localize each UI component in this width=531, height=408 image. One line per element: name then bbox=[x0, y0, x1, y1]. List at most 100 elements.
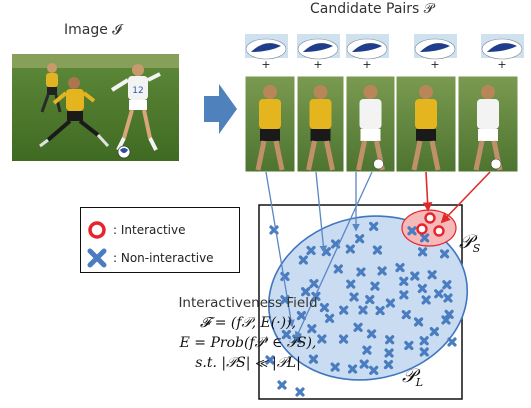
candidate-person-crop bbox=[244, 75, 296, 173]
candidate-ball-thumb bbox=[245, 34, 288, 60]
non-interactive-cross bbox=[366, 329, 377, 339]
field-line-1: 𝓕 = (f𝒫, E(·)), bbox=[199, 315, 297, 331]
non-interactive-cross bbox=[413, 317, 424, 327]
blue-link bbox=[265, 171, 295, 328]
non-interactive-cross bbox=[356, 267, 366, 277]
non-interactive-cross bbox=[339, 305, 349, 315]
non-interactive-cross bbox=[419, 347, 429, 357]
blue-cross-icon bbox=[87, 248, 109, 268]
non-interactive-cross bbox=[265, 355, 275, 365]
field-title: Interactiveness Field bbox=[178, 295, 318, 311]
non-interactive-cross bbox=[447, 337, 457, 347]
non-interactive-cross bbox=[369, 365, 379, 375]
non-interactive-cross bbox=[365, 294, 375, 305]
scene-photo: 12 bbox=[12, 54, 179, 161]
non-interactive-cross bbox=[347, 364, 358, 374]
non-interactive-cross bbox=[384, 348, 394, 358]
field-line-3: s.t. |𝒫S| ≪ |𝒫L| bbox=[195, 355, 301, 371]
non-interactive-cross bbox=[330, 362, 340, 372]
non-interactive-cross bbox=[395, 262, 405, 273]
player-yellow-left bbox=[40, 63, 62, 113]
non-interactive-cross bbox=[377, 266, 387, 276]
non-interactive-cross bbox=[407, 226, 417, 236]
field-markers bbox=[265, 212, 457, 397]
candidate-person-crop bbox=[296, 75, 345, 173]
candidate-plus: + bbox=[261, 58, 270, 71]
legend-non-interactive: : Non-interactive bbox=[87, 248, 214, 268]
non-interactive-cross bbox=[418, 247, 428, 257]
candidate-ball-thumb bbox=[297, 34, 340, 60]
non-interactive-cross bbox=[281, 329, 292, 340]
blue-link bbox=[295, 171, 373, 340]
non-interactive-cross bbox=[369, 221, 379, 232]
non-interactive-cross bbox=[419, 336, 429, 346]
non-interactive-cross bbox=[338, 334, 349, 344]
non-interactive-cross bbox=[372, 245, 383, 255]
non-interactive-cross bbox=[441, 315, 451, 325]
interactive-ring bbox=[424, 212, 436, 224]
candidate-plus: + bbox=[497, 58, 506, 71]
non-interactive-cross bbox=[420, 233, 430, 243]
non-interactive-cross bbox=[359, 359, 369, 369]
candidate-plus: + bbox=[313, 58, 322, 71]
candidate-person-crop bbox=[395, 75, 457, 173]
non-interactive-cross bbox=[370, 281, 380, 291]
non-interactive-cross bbox=[362, 345, 372, 355]
process-arrow bbox=[204, 84, 237, 134]
legend-non-interactive-label: : Non-interactive bbox=[113, 251, 214, 265]
candidate-plus: + bbox=[362, 58, 371, 71]
non-interactive-cross bbox=[301, 287, 311, 297]
non-interactive-cross bbox=[421, 295, 431, 305]
non-interactive-cross bbox=[443, 293, 453, 303]
non-interactive-cross bbox=[346, 279, 356, 289]
non-interactive-cross bbox=[399, 276, 409, 286]
non-interactive-cross bbox=[385, 298, 396, 308]
non-interactive-cross bbox=[309, 279, 319, 289]
non-interactive-cross bbox=[439, 249, 450, 259]
non-interactive-cross bbox=[442, 280, 452, 290]
candidate-person-crop bbox=[345, 75, 396, 173]
pair-links bbox=[265, 171, 491, 340]
small-set-label: 𝒫S bbox=[459, 231, 481, 255]
player-white: 12 bbox=[110, 64, 161, 151]
blue-link bbox=[315, 171, 328, 254]
non-interactive-cross bbox=[353, 322, 363, 332]
player-yellow-kicker bbox=[39, 77, 110, 148]
red-ring-icon bbox=[87, 220, 109, 240]
non-interactive-cross bbox=[277, 380, 287, 390]
non-interactive-cross bbox=[296, 310, 307, 321]
field-definition: Interactiveness Field 𝓕 = (f𝒫, E(·)), E … bbox=[178, 293, 317, 373]
non-interactive-cross bbox=[333, 264, 343, 274]
candidate-person-crop bbox=[457, 75, 519, 173]
legend: : Interactive : Non-interactive bbox=[80, 207, 240, 273]
non-interactive-cross bbox=[349, 292, 359, 302]
non-interactive-cross bbox=[410, 271, 420, 281]
non-interactive-cross bbox=[298, 255, 308, 265]
red-link bbox=[440, 171, 491, 224]
non-interactive-cross bbox=[385, 335, 395, 345]
non-interactive-cross bbox=[401, 310, 411, 320]
interactive-ring bbox=[433, 225, 445, 237]
non-interactive-cross bbox=[355, 234, 365, 244]
non-interactive-cross bbox=[404, 340, 414, 351]
legend-interactive-label: : Interactive bbox=[113, 223, 186, 237]
non-interactive-cross bbox=[429, 326, 439, 337]
interactive-ring bbox=[416, 223, 428, 235]
non-interactive-cross bbox=[399, 290, 409, 300]
red-link bbox=[422, 171, 433, 212]
field-line-2: E = Prob(f𝒫ⁱ ∈ 𝒫S), bbox=[179, 335, 317, 351]
soccer-ball bbox=[117, 145, 131, 159]
non-interactive-cross bbox=[319, 302, 330, 313]
non-interactive-cross bbox=[308, 354, 319, 364]
non-interactive-cross bbox=[383, 360, 394, 370]
non-interactive-cross bbox=[375, 305, 385, 316]
non-interactive-cross bbox=[324, 313, 335, 323]
candidates-label: Candidate Pairs 𝒫 bbox=[310, 1, 434, 17]
svg-text:12: 12 bbox=[132, 86, 143, 96]
non-interactive-cross bbox=[306, 245, 316, 256]
non-interactive-cross bbox=[417, 283, 427, 294]
image-label: Image 𝓘 bbox=[64, 22, 122, 38]
candidate-pairs: +++++ bbox=[244, 34, 524, 173]
non-interactive-cross bbox=[345, 244, 355, 254]
